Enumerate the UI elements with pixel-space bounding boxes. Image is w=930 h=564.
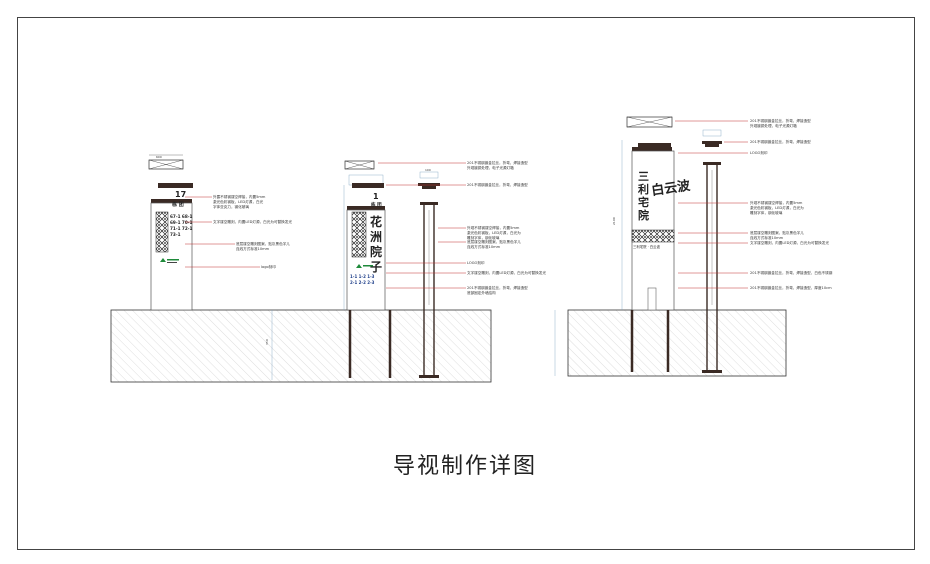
sign-2-note-11: 底部固定外墙结构 — [467, 290, 496, 295]
sign-1-number: 17 — [175, 190, 186, 199]
sign-2-note-1: 外观镀铜处理，电子光源灯箱 — [467, 165, 514, 170]
sign-1-building-label: 栋 团 — [171, 201, 184, 208]
sign-2-unit-1: 2-1 2-2 2-3 — [350, 280, 375, 285]
sign-2-logo-icon — [356, 264, 362, 268]
sign-1-note-3: 文字镂空雕刻，内置LED灯源，白光为可替换发光 — [213, 219, 292, 224]
dimension-label-1: 100 — [425, 168, 431, 172]
sign-3-note-5: 激光色彩钢板，LED灯源，白光为 — [750, 205, 804, 210]
sign-3-name-char-3: 院 — [638, 208, 649, 222]
sign-1-unit-2: 71-1 72-1 — [170, 226, 193, 231]
sign-1-unit-1: 69-1 70-1 — [170, 220, 193, 225]
sign-3-footer: 三利宅院 · 白云波 — [633, 244, 661, 249]
sign-2-note-0: 201不锈钢镀金拉丝，折弯，焊接造型 — [467, 160, 528, 165]
sign-3-note-8: 连线方式标准10mm — [750, 235, 784, 240]
sign-2-note-3: 外观不锈钢镂空焊接，内置5mm — [467, 225, 520, 230]
sign-3-note-4: 外观不锈钢镂空焊接，内置5mm — [750, 200, 803, 205]
sign-3-brand: 白云波 — [650, 178, 692, 199]
sign-1-note-0: 外露不锈钢镂空焊接，内置5mm — [213, 194, 266, 199]
sign-2-name-char-0: 花 — [370, 214, 382, 229]
sign-2-note-9: 文字镂空雕刻，内置LED灯源，白光为可替换发光 — [467, 270, 546, 275]
sign-3-name-char-1: 利 — [638, 182, 649, 196]
sign-2-note-8: LOGO刻印 — [467, 260, 485, 265]
dimension-label-0: 600 — [156, 155, 162, 159]
sign-2-number: 1 — [373, 192, 379, 201]
sign-1-note-2: 字体亚克力，钢化玻璃 — [213, 204, 249, 209]
sign-2-name-char-3: 子 — [370, 260, 382, 274]
sign-1-unit-0: 67-1 68-1 — [170, 214, 193, 219]
sign-2-cap — [352, 183, 384, 188]
sign-1-note-4: 底层镂空雕刻图案，贴灰黑色字儿 — [236, 241, 290, 246]
sign-2-leaders — [378, 162, 466, 289]
sign-3-note-6: 雕刻字体，钢化玻璃 — [750, 210, 783, 215]
sign-1-unit-3: 73-1 — [170, 232, 181, 237]
dimension-label-3: 350 — [265, 339, 269, 345]
sign-2-note-6: 底层镂空雕刻图案，贴灰黑色字儿 — [467, 239, 521, 244]
sign-1-leaders — [185, 196, 260, 268]
sign-2-note-2: 201不锈钢镀金拉丝，折弯，焊接造型 — [467, 182, 528, 187]
sign-3-note-1: 外观镀铜处理，电子光源灯箱 — [750, 123, 797, 128]
sign-2-building-label: 栋 团 — [370, 201, 382, 208]
ground-section-left — [110, 309, 492, 383]
sign-1-note-1: 激光色彩钢板，LED灯源，白光 — [213, 199, 264, 204]
sign-2-unit-0: 1-1 1-2 1-3 — [350, 274, 375, 279]
sign-3-note-3: LOGO刻印 — [750, 150, 768, 155]
sign-2: 1 栋 团 花 洲 院 子 1-1 1-2 1-3 2-1 2-2 2-3 — [344, 160, 440, 378]
sign-3-note-11: 201不锈钢镀金拉丝，折弯，焊接造型，厚度10cm — [750, 285, 832, 290]
sign-2-note-5: 雕刻字体，钢化玻璃 — [467, 235, 500, 240]
sign-1-cap — [158, 183, 193, 188]
sign-3: 三 利 宅 院 白云波 三利宅院 · 白云波 — [626, 116, 722, 373]
sign-2-name-char-2: 院 — [370, 244, 382, 259]
sign-3-cap — [638, 143, 671, 147]
sign-1-logo-icon — [160, 258, 166, 262]
sign-3-leaders — [675, 120, 748, 289]
sign-3-name-char-2: 宅 — [638, 195, 649, 209]
sign-2-note-10: 201不锈钢镀金拉丝，折弯，焊接造型 — [467, 285, 528, 290]
sign-3-note-0: 201不锈钢镀金拉丝，折弯，焊接造型 — [750, 118, 811, 123]
sign-2-note-7: 连线方式标准10mm — [467, 244, 501, 249]
sign-2-name-char-1: 洲 — [370, 230, 382, 244]
sign-3-note-7: 底层镂空雕刻图案，贴灰黑色字儿 — [750, 230, 804, 235]
drawing-caption: 导视制作详图 — [392, 454, 537, 479]
sign-2-note-4: 激光色彩钢板，LED灯源，白光为 — [467, 230, 521, 235]
sign-3-pattern-panel — [631, 229, 675, 243]
sign-3-note-10: 201不锈钢镀金拉丝，折弯，焊接造型，白色不锈钢 — [750, 270, 833, 275]
ground-section-right — [567, 309, 787, 377]
drawing-frame — [17, 17, 915, 550]
dimension-lines: 600 100 2100 350 — [156, 140, 623, 376]
sign-1-note-5: 连线方式标准10mm — [236, 246, 270, 251]
sign-3-name-char-0: 三 — [638, 170, 649, 183]
sign-1-pattern-panel — [155, 211, 169, 253]
dimension-label-2: 2100 — [612, 217, 616, 225]
sign-3-note-2: 201不锈钢镀金拉丝，折弯，焊接造型 — [750, 139, 811, 144]
sign-1: 17 栋 团 67-1 68-1 69-1 70-1 71-1 72-1 73-… — [148, 154, 193, 311]
sign-1-note-6: logo刻印 — [261, 264, 276, 269]
sign-3-note-9: 文字镂空雕刻，内置LED灯源，白光为可替换发光 — [750, 240, 829, 245]
sign-2-pattern-panel — [351, 211, 367, 258]
